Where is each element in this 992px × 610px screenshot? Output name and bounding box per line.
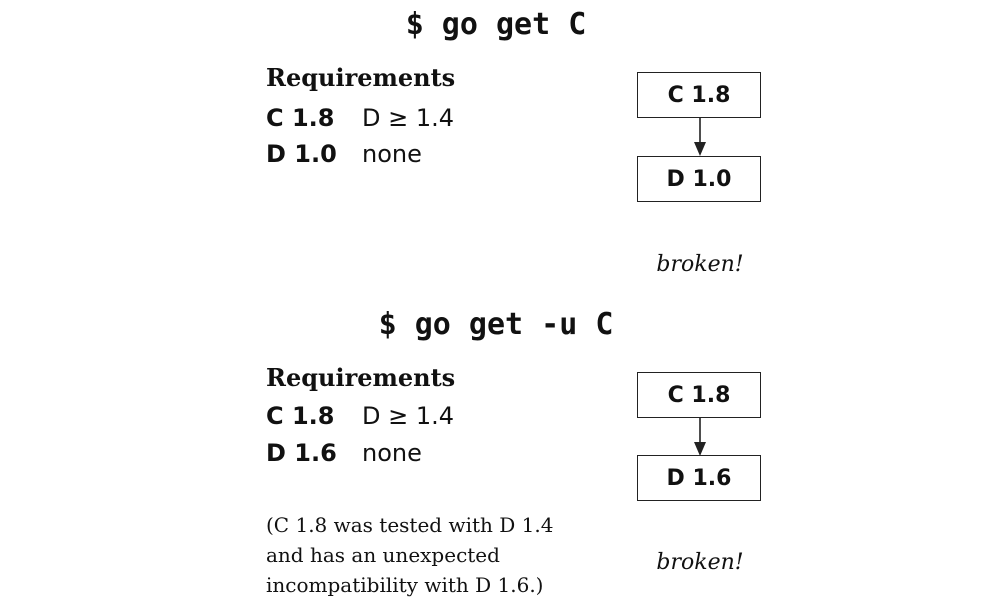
command-go-get-u: $ go get -u C — [378, 307, 614, 342]
compatibility-note: (C 1.8 was tested with D 1.4 and has an … — [266, 510, 596, 600]
requirements-heading: Requirements — [266, 63, 456, 92]
graph-node-top: C 1.8 — [637, 372, 761, 418]
requirement-module: C 1.8 — [266, 104, 335, 132]
graph-node-bottom: D 1.6 — [637, 455, 761, 501]
note-line: incompatibility with D 1.6.) — [266, 573, 544, 597]
command-go-get: $ go get C — [405, 7, 587, 42]
requirement-module: D 1.0 — [266, 140, 337, 168]
status-label: broken! — [656, 550, 744, 575]
requirement-dependency: D ≥ 1.4 — [362, 402, 455, 430]
requirement-dependency: D ≥ 1.4 — [362, 104, 455, 132]
requirements-heading: Requirements — [266, 363, 456, 392]
requirement-module: D 1.6 — [266, 439, 337, 467]
note-line: (C 1.8 was tested with D 1.4 — [266, 513, 554, 537]
status-label: broken! — [656, 252, 744, 277]
graph-node-bottom: D 1.0 — [637, 156, 761, 202]
dependency-arrow — [694, 418, 706, 456]
requirement-module: C 1.8 — [266, 402, 335, 430]
note-line: and has an unexpected — [266, 543, 500, 567]
requirement-dependency: none — [362, 439, 422, 467]
dependency-arrow — [694, 118, 706, 156]
graph-node-top: C 1.8 — [637, 72, 761, 118]
requirement-dependency: none — [362, 140, 422, 168]
